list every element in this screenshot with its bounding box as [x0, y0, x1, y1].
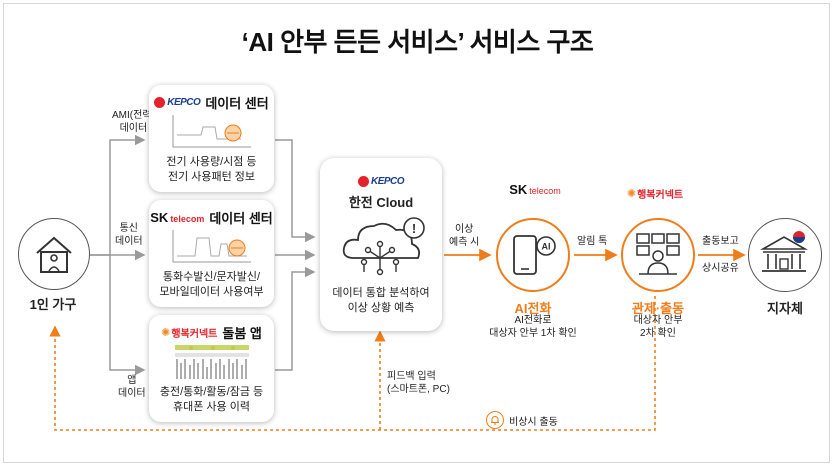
household-node: 1인 가구: [14, 218, 92, 318]
kepco-card-text: 전기 사용량/시점 등 전기 사용패턴 정보: [166, 156, 257, 183]
flow-label-telecom: 통신 데이터: [115, 223, 143, 247]
connector-app: [109, 255, 146, 376]
happy-card-text: 충전/통화/활동/잠금 등 휴대폰 사용 이력: [159, 386, 264, 413]
telecom-graph-icon: [172, 230, 251, 263]
happy-card-title: 돌봄 앱: [222, 326, 262, 341]
flow-label-alert: 알림 톡: [577, 236, 608, 247]
sk-card-title: 데이터 센터: [209, 211, 273, 226]
connector-emergency: [49, 296, 656, 431]
emergency-label: 비상시 출동: [509, 416, 558, 428]
app-usage-chart-icon: [175, 345, 249, 379]
flow-label-app: 앱 데이터: [118, 375, 146, 399]
ai-call-label: AI전화: [514, 301, 552, 316]
diagram-frame: [3, 3, 830, 463]
government-node: [748, 218, 822, 292]
control-dispatch-sub: 대상자 안부 2차 확인: [633, 315, 683, 339]
monitor-operator-icon: [636, 233, 680, 275]
power-graph-icon: [172, 115, 251, 148]
household-label: 1인 가구: [29, 297, 77, 312]
government-label: 지자체: [767, 301, 803, 316]
sk-card-text: 통화수발신/문자발신/ 모바일데이터 사용여부: [159, 271, 264, 298]
kepco-logo: KEPCO: [154, 97, 201, 108]
kepco-data-center-card: KEPCO 데이터 센터 전기 사용량/시점 등 전기 사용패턴 정보: [149, 85, 274, 192]
kepco-card-title: 데이터 센터: [205, 96, 269, 111]
connector-kepco-cloud: [275, 139, 316, 243]
emergency-dispatch-tag: 비상시 출동: [486, 411, 558, 429]
connector-happy-cloud: [275, 266, 316, 371]
ai-call-sub: AI전화로 대상자 안부 1차 확인: [489, 315, 577, 339]
bell-icon: [486, 411, 504, 429]
happy-connect-logo: ✺행복커넥트: [161, 327, 218, 340]
flow-label-report: 출동보고: [702, 236, 739, 247]
flow-label-ami: AMI(전력) 데이터: [112, 110, 155, 134]
control-dispatch-node: [621, 218, 695, 292]
flow-label-feedback: 피드백 입력 (스마트폰, PC): [387, 371, 450, 395]
svg-text:AI: AI: [542, 242, 551, 252]
control-dispatch-label: 관제·출동: [631, 301, 685, 316]
svg-text:!: !: [412, 221, 416, 236]
kepco-cloud-title: 한전 Cloud: [348, 195, 414, 210]
flow-label-anomaly: 이상 예측 시: [449, 224, 480, 248]
happy-connect-app-card: ✺행복커넥트 돌봄 앱 충전/통화/활동/잠금 등 휴대폰 사용 이력: [149, 315, 274, 422]
kepco-cloud-text: 데이터 통합 분석하여 이상 상황 예측: [332, 287, 430, 314]
page-title: ‘AI 안부 든든 서비스’ 서비스 구조: [241, 27, 594, 57]
smartphone-ai-icon: AI: [513, 235, 556, 275]
happy-connect-logo-control: ✺행복커넥트: [626, 188, 684, 201]
cloud-network-icon: !: [342, 217, 425, 276]
kepco-cloud-card: KEPCO 한전 Cloud ! 데이터 통합 분석하여 이상 상황 예측: [320, 158, 442, 331]
kepco-cloud-logo: KEPCO: [320, 174, 442, 192]
flow-label-share: 상시공유: [702, 263, 739, 274]
house-icon: [18, 218, 90, 290]
ai-call-node: AI: [496, 218, 570, 292]
government-building-icon: [759, 231, 809, 272]
